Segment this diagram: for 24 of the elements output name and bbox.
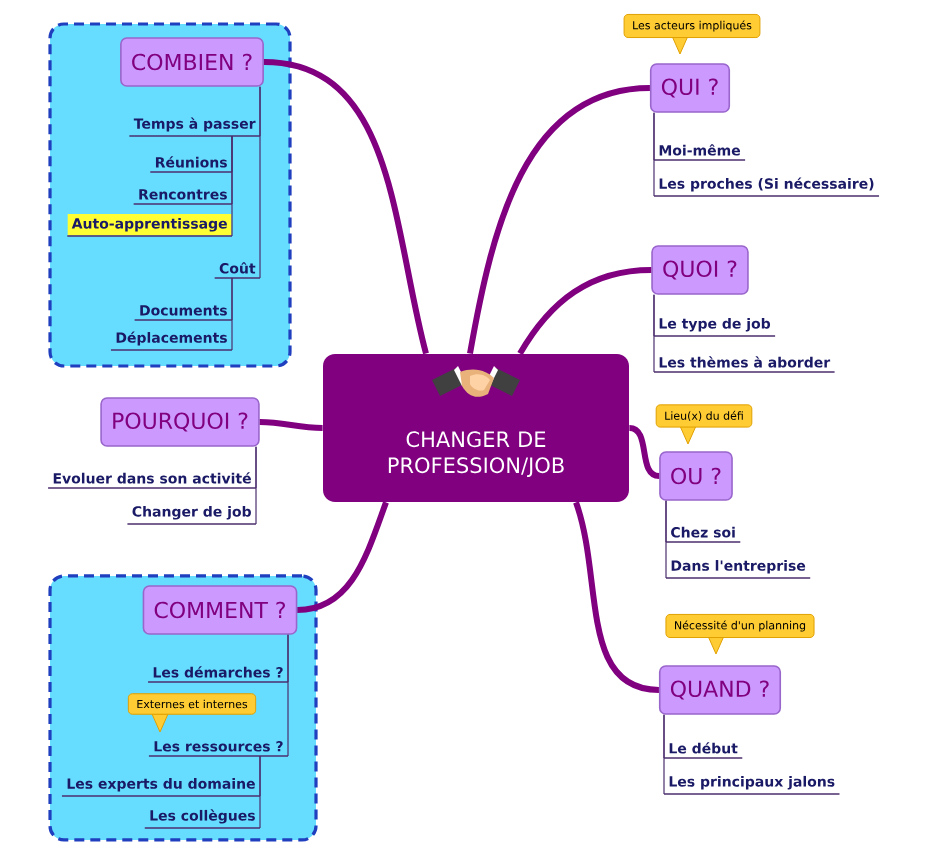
connector [573,501,660,693]
connector [653,112,655,197]
connector [517,267,652,356]
topic-box: COMMENT ? [142,585,298,635]
central-topic-box: CHANGER DE PROFESSION/JOB [323,354,629,502]
connector [297,501,389,613]
connector [663,714,665,795]
connector [467,85,651,355]
connector [653,294,655,373]
connector [259,755,261,829]
connector [263,59,429,355]
connector [259,86,261,279]
connector [231,135,233,237]
topic-box: QUOI ? [651,245,749,295]
topic-box: OU ? [659,451,733,501]
connector [287,634,289,757]
connector [231,277,233,351]
topic-box: QUAND ? [658,665,782,715]
topic-box: QUI ? [649,63,731,113]
topic-box: COMBIEN ? [120,37,264,87]
connector [255,446,257,525]
connector [665,500,667,579]
topic-box: POURQUOI ? [100,397,260,447]
connector [259,419,323,431]
